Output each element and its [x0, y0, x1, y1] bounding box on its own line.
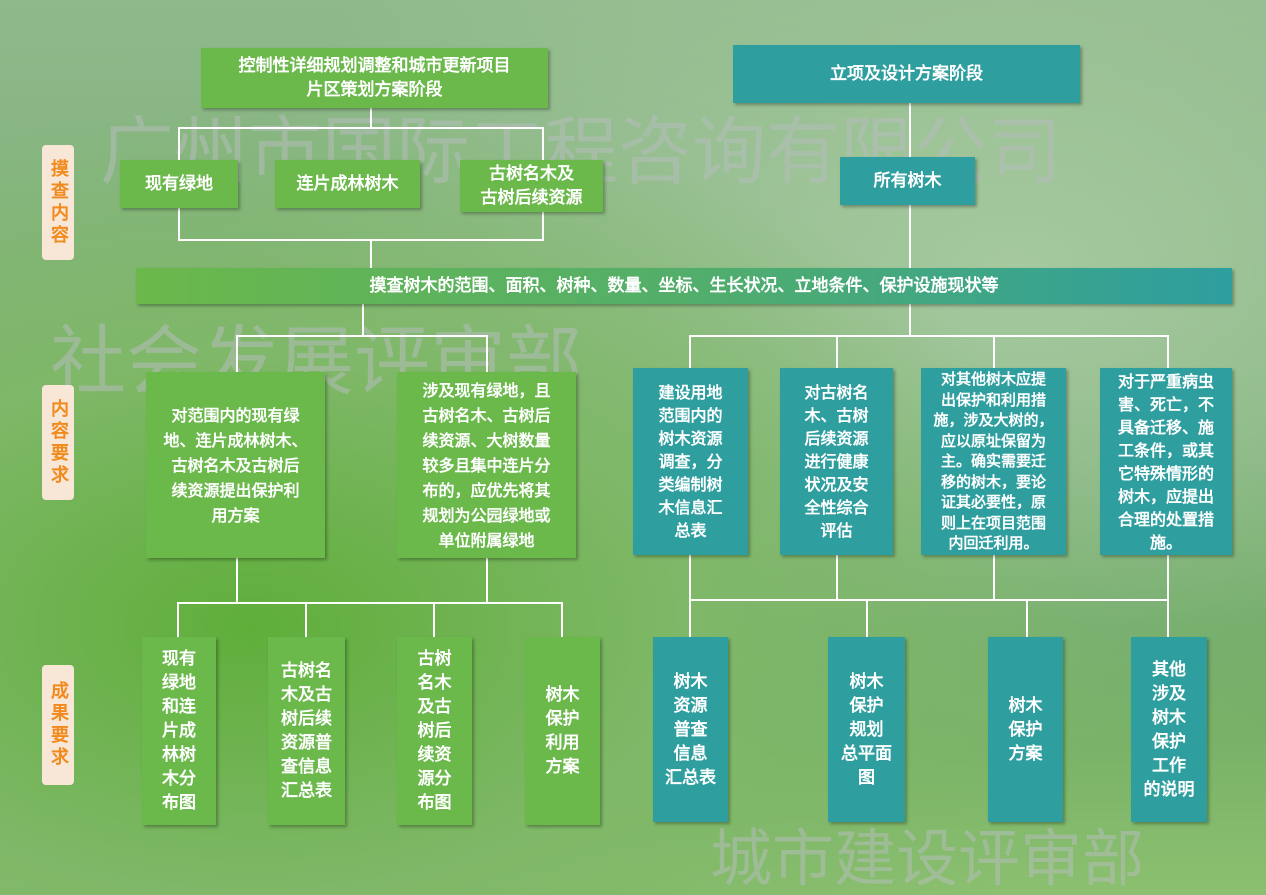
stage-box-planning: 控制性详细规划调整和城市更新项目 片区策划方案阶段 [201, 48, 548, 108]
requirement-box-park-planning: 涉及现有绿地，且 古树名木、古树后 续资源、大树数量 较多且集中连片分 布的，应… [397, 372, 576, 558]
survey-box-contiguous-forest: 连片成林树木 [275, 160, 420, 208]
survey-box-existing-green: 现有绿地 [120, 160, 238, 208]
requirement-box-other-trees: 对其他树木应提 出保护和利用措 施，涉及大树的， 应以原址保留为 主。确实需要迁… [921, 368, 1066, 555]
output-box-resource-summary: 树木 资源 普查 信息 汇总表 [653, 637, 728, 822]
side-label-outputs: 成果要求 [42, 665, 74, 785]
requirement-box-health-assessment: 对古树名 木、古树 后续资源 进行健康 状况及安 全性综合 评估 [780, 368, 893, 555]
side-label-survey: 摸查内容 [42, 145, 74, 260]
output-box-protection-use-plan: 树木 保护 利用 方案 [525, 637, 600, 825]
output-box-protection-scheme: 树木 保护 方案 [988, 637, 1063, 822]
requirement-box-protection-plan: 对范围内的现有绿 地、连片成林树木、 古树名木及古树后 续资源提出保护利 用方案 [146, 372, 325, 558]
requirement-box-resource-survey: 建设用地 范围内的 树木资源 调查，分 类编制树 木信息汇 总表 [633, 368, 748, 555]
output-box-protection-master-plan: 树木 保护 规划 总平面 图 [828, 637, 905, 822]
survey-scope-bar: 摸查树木的范围、面积、树种、数量、坐标、生长状况、立地条件、保护设施现状等 [136, 268, 1232, 304]
output-box-other-notes: 其他 涉及 树木 保护 工作 的说明 [1131, 637, 1207, 822]
survey-box-ancient-trees: 古树名木及 古树后续资源 [460, 160, 603, 212]
survey-box-all-trees: 所有树木 [840, 157, 975, 205]
output-box-ancient-tree-summary: 古树名 木及古 树后续 资源普 查信息 汇总表 [268, 637, 345, 825]
stage-box-project-design: 立项及设计方案阶段 [733, 45, 1080, 103]
output-box-ancient-tree-map: 古树 名木 及古 树后 续资 源分 布图 [397, 637, 472, 825]
output-box-green-distribution-map: 现有 绿地 和连 片成 林树 木分 布图 [142, 637, 216, 825]
requirement-box-disposal: 对于严重病虫 害、死亡，不 具备迁移、施 工条件，或其 它特殊情形的 树木，应提… [1100, 368, 1232, 555]
side-label-requirements: 内容要求 [42, 385, 74, 500]
watermark-urban-dept: 城市建设评审部 [710, 822, 1145, 895]
